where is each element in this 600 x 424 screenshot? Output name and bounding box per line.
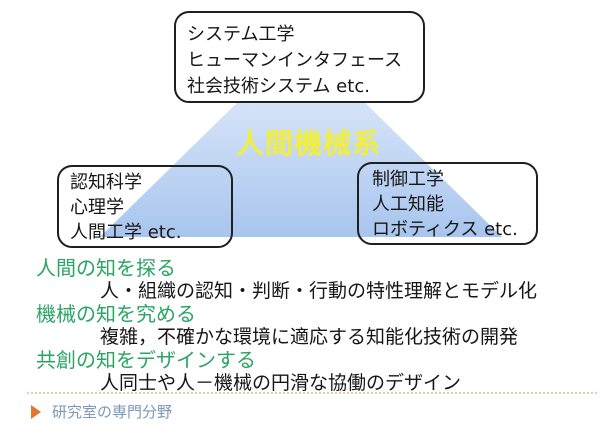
footer-label: 研究室の専門分野 (52, 403, 173, 421)
box-line: システム工学 (187, 24, 295, 45)
bullet-detail: 人・組織の認知・判断・行動の特性理解とモデル化 (100, 280, 538, 302)
box-line: 制御工学 (372, 169, 444, 190)
footer: 研究室の専門分野 (31, 401, 172, 422)
box-line: 人間工学 etc. (70, 222, 182, 243)
bullet-detail: 複雑，不確かな環境に適応する知能化技術の開発 (100, 326, 519, 348)
bullet-heading: 人間の知を探る (36, 256, 176, 280)
box-line: ヒューマンインタフェース (187, 50, 403, 71)
bullet-item: 共創の知をデザインする 人同士や人－機械の円滑な協働のデザイン (36, 349, 581, 395)
box-line: 社会技術システム etc. (187, 76, 370, 97)
bullet-item: 機械の知を究める 複雑，不確かな環境に適応する知能化技術の開発 (36, 303, 581, 349)
box-line: 認知科学 (70, 172, 142, 193)
box-line: 人工知能 (372, 194, 444, 215)
box-system-engineering: システム工学 ヒューマンインタフェース 社会技術システム etc. (174, 11, 425, 103)
box-line: 心理学 (70, 197, 124, 218)
footer-arrow-icon (31, 404, 41, 419)
triangle-label: 人間機械系 (236, 127, 382, 160)
box-control-engineering: 制御工学 人工知能 ロボティクス etc. (357, 162, 538, 245)
bullet-detail: 人同士や人－機械の円滑な協働のデザイン (100, 372, 462, 394)
box-line: ロボティクス etc. (372, 219, 518, 240)
bullet-list: 人間の知を探る 人・組織の認知・判断・行動の特性理解とモデル化 機械の知を究める… (36, 257, 581, 395)
bullet-heading: 機械の知を究める (36, 302, 196, 326)
bullet-item: 人間の知を探る 人・組織の認知・判断・行動の特性理解とモデル化 (36, 257, 581, 303)
dotted-divider (27, 392, 597, 394)
box-cognitive-science: 認知科学 心理学 人間工学 etc. (57, 165, 233, 248)
bullet-heading: 共創の知をデザインする (36, 348, 256, 372)
